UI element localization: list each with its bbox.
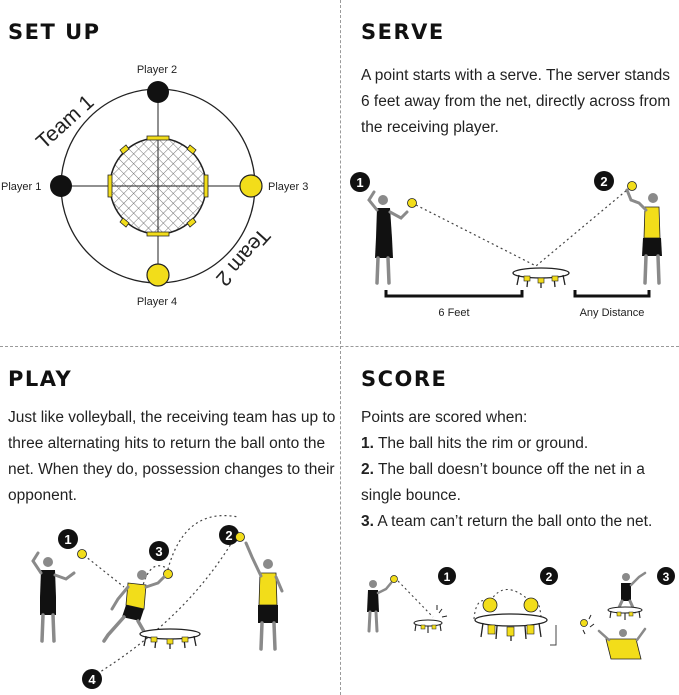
score-illustration: 1 2 3	[367, 567, 675, 660]
six-feet-bracket	[384, 290, 524, 298]
player-2-label: Player 2	[137, 64, 177, 76]
player-3-marker	[239, 174, 263, 198]
spikeball-net-top-view	[107, 135, 209, 237]
svg-text:1: 1	[64, 532, 71, 547]
ball-hit-2	[235, 532, 245, 542]
player-1-label: Player 1	[1, 181, 41, 193]
player-4-label: Player 4	[137, 296, 177, 308]
vertical-divider	[340, 0, 341, 695]
horizontal-divider	[0, 346, 679, 347]
serve-description: A point starts with a serve. The server …	[361, 67, 671, 136]
any-distance-label: Any Distance	[580, 307, 645, 319]
scene-3-failed-return	[580, 571, 647, 660]
player-1-marker	[50, 175, 72, 197]
step-1-badge: 1	[350, 172, 370, 192]
six-feet-label: 6 Feet	[438, 307, 469, 319]
step-3-badge: 3	[149, 541, 169, 561]
score-panel: SCORE Points are scored when: 1. The bal…	[341, 347, 679, 695]
serve-illustration: 1 2	[350, 171, 662, 319]
svg-text:1: 1	[356, 175, 363, 190]
receiver-player-figure	[625, 181, 662, 285]
spikeball-net-side-view	[512, 267, 570, 288]
play-description: Just like volleyball, the receiving team…	[8, 409, 336, 504]
setup-heading: SET UP	[8, 20, 101, 44]
play-ball-path	[79, 515, 239, 678]
step-3-badge: 3	[657, 567, 675, 585]
any-distance-bracket	[573, 290, 651, 298]
step-2-badge: 2	[594, 171, 614, 191]
step-4-badge: 4	[82, 669, 102, 689]
score-heading: SCORE	[361, 367, 448, 391]
score-rule-2: 2. The ball doesn’t bounce off the net i…	[361, 461, 645, 504]
serve-heading: SERVE	[361, 20, 445, 44]
setup-diagram: Player 2 Player 1 Player 3 Player 4 Team…	[1, 64, 308, 308]
serve-panel: SERVE A point starts with a serve. The s…	[341, 0, 679, 345]
play-heading: PLAY	[8, 367, 73, 391]
score-rule-3: 3. A team can’t return the ball onto the…	[361, 513, 653, 530]
svg-text:3: 3	[155, 544, 162, 559]
scene-1-rim-hit	[367, 575, 448, 633]
play-panel: PLAY Just like volleyball, the receiving…	[0, 347, 340, 695]
spikeball-net-side-view	[139, 628, 201, 649]
team-1-label: Team 1	[32, 91, 99, 154]
team-2-player-b	[244, 541, 284, 651]
svg-text:2: 2	[225, 528, 232, 543]
score-rule-1: 1. The ball hits the rim or ground.	[361, 435, 589, 452]
player-4-marker	[146, 263, 170, 287]
step-1-badge: 1	[58, 529, 78, 549]
svg-text:2: 2	[600, 174, 607, 189]
play-illustration: 1 2 3 4	[31, 515, 284, 689]
server-player-figure	[367, 190, 417, 285]
step-1-badge: 1	[438, 567, 456, 585]
setup-panel: SET UP Player	[0, 0, 340, 345]
step-2-badge: 2	[219, 525, 239, 545]
scene-2-double-bounce	[473, 588, 557, 646]
player-2-marker	[147, 81, 169, 103]
svg-text:3: 3	[663, 570, 670, 584]
step-2-badge: 2	[540, 567, 558, 585]
serve-ball-path	[415, 189, 628, 267]
player-3-label: Player 3	[268, 181, 308, 193]
svg-text:4: 4	[88, 672, 96, 687]
team-1-player-a	[31, 551, 76, 643]
score-intro: Points are scored when:	[361, 409, 528, 426]
score-rules: Points are scored when: 1. The ball hits…	[361, 405, 679, 535]
ball-hit-1	[77, 549, 87, 559]
svg-text:1: 1	[444, 570, 451, 584]
svg-text:2: 2	[546, 570, 553, 584]
ball-hit-3	[163, 569, 173, 579]
